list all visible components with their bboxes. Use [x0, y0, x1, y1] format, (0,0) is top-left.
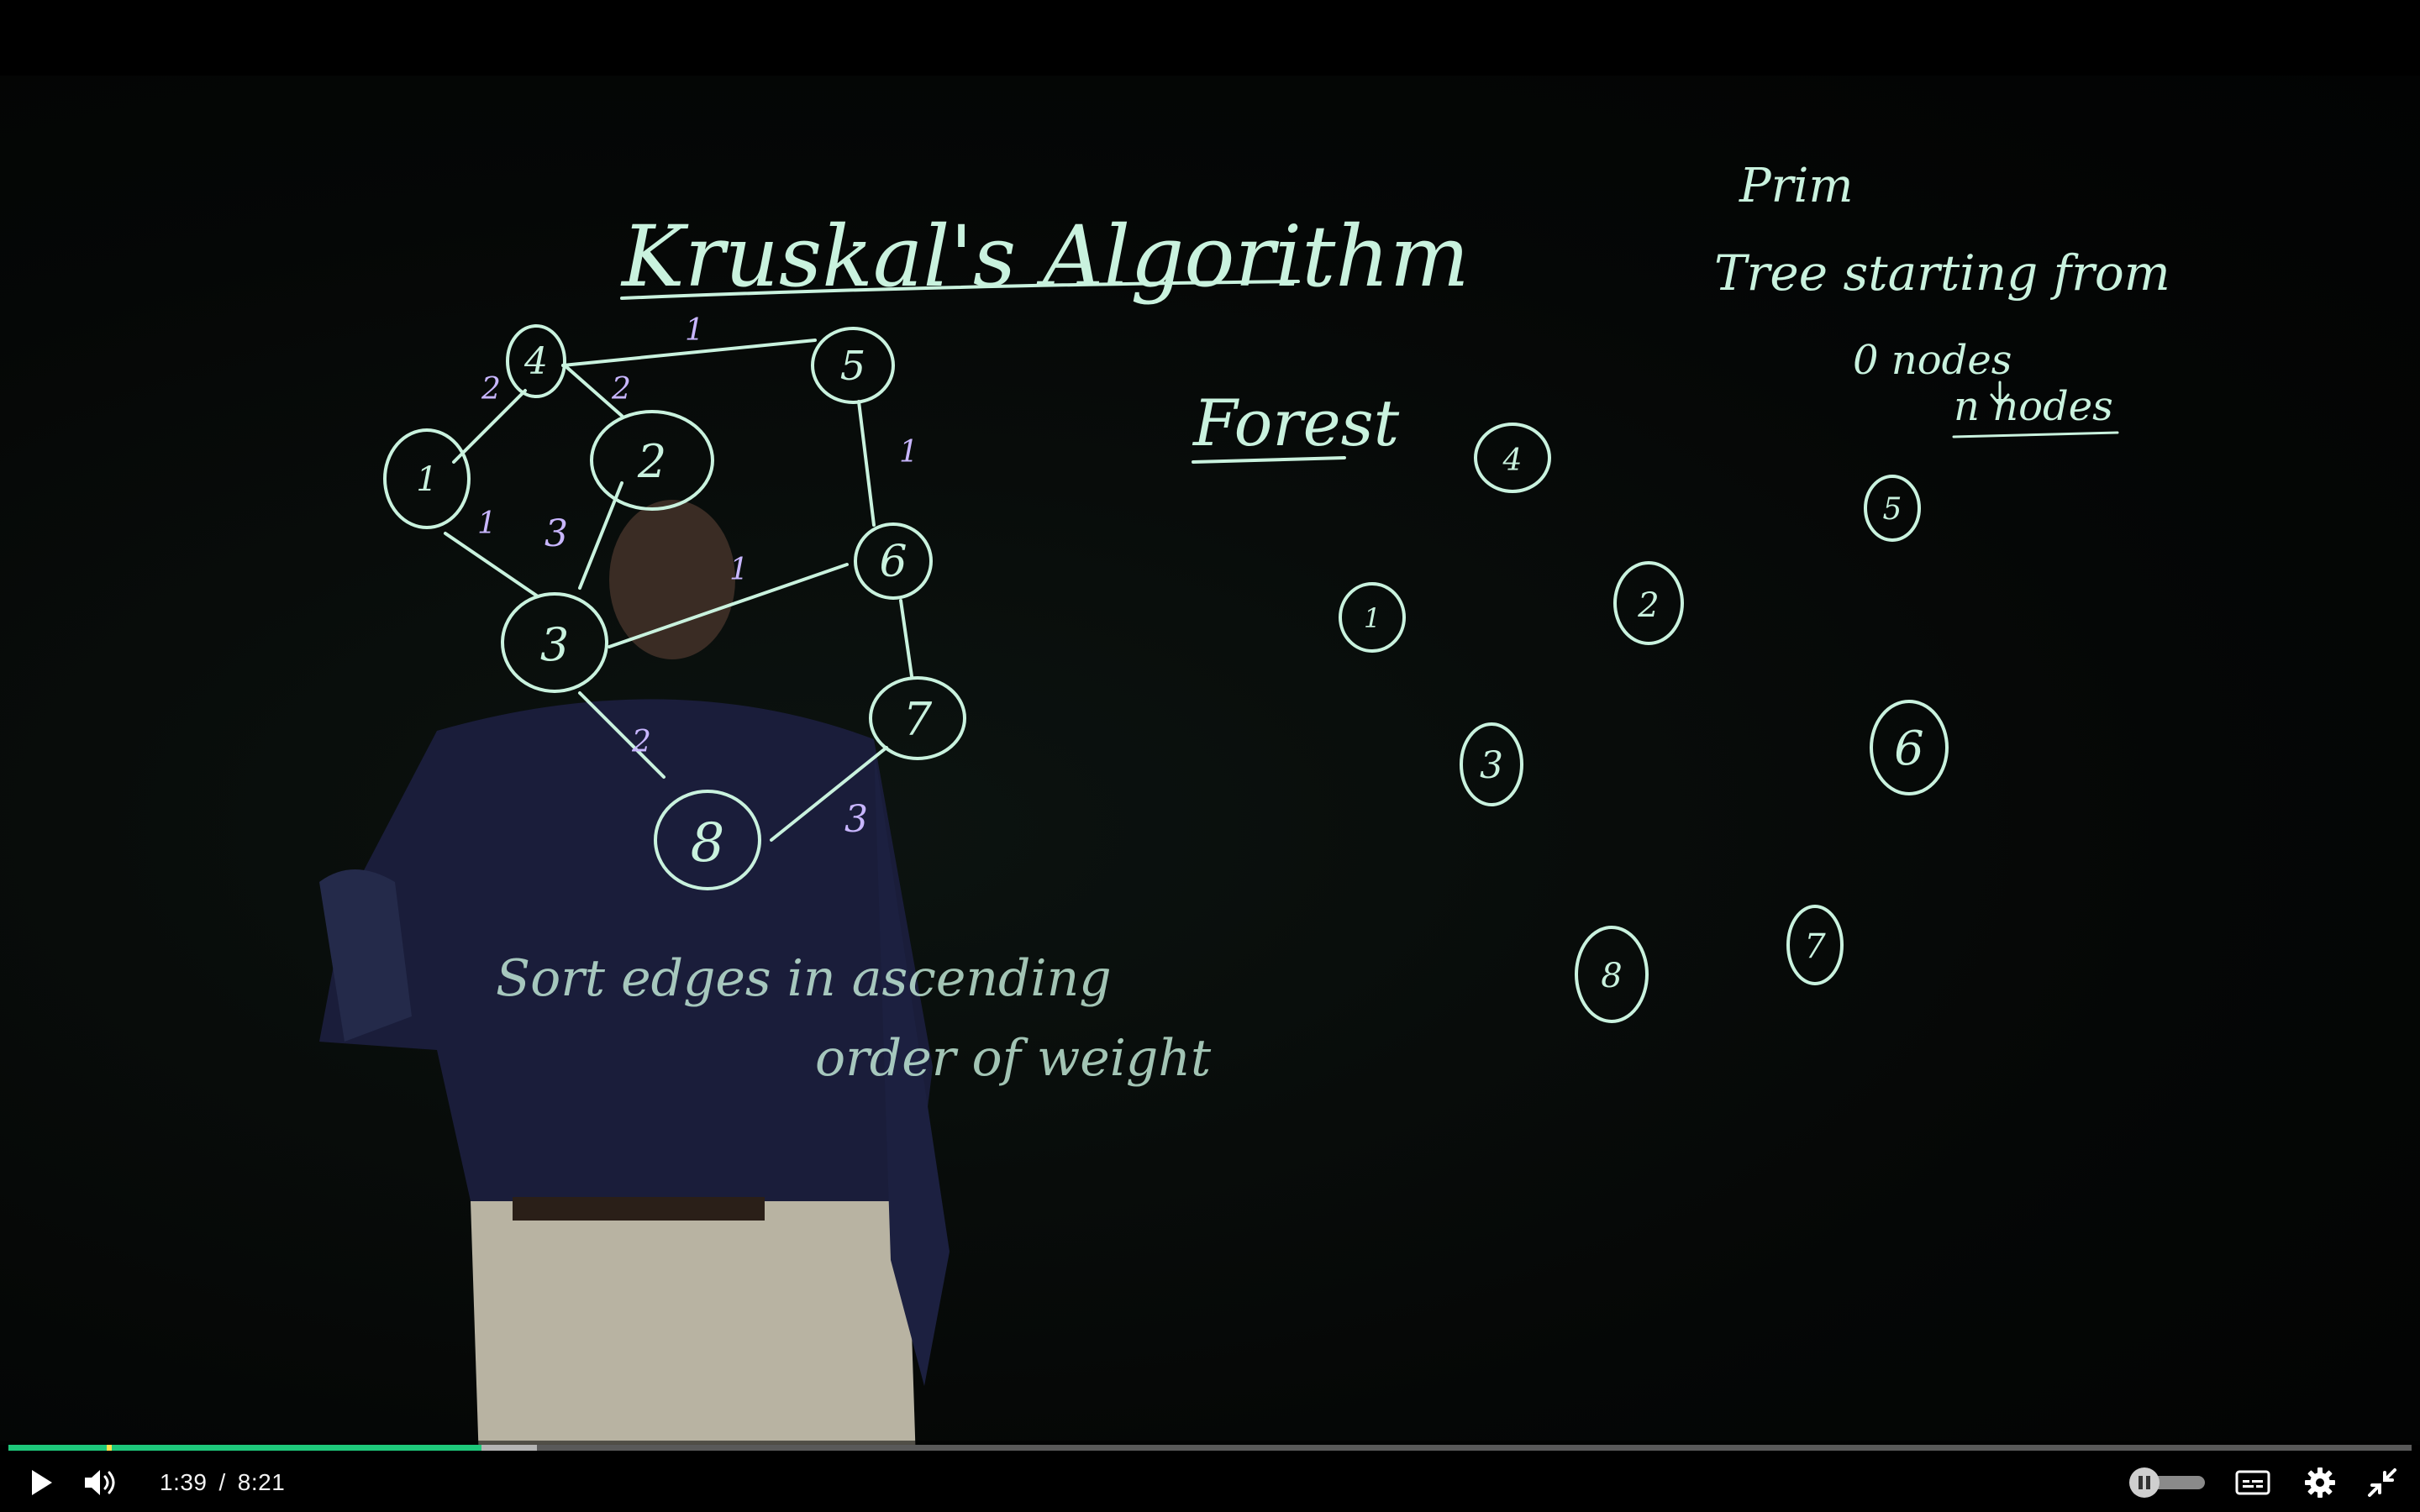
forest-node: 2 [1613, 561, 1684, 645]
prim-note-line1: Tree starting from [1714, 244, 2170, 302]
forest-underline [1192, 456, 1346, 464]
play-icon [32, 1470, 52, 1495]
forest-node: 4 [1474, 423, 1551, 493]
graph-node: 8 [654, 790, 761, 890]
edge-weight: 2 [481, 372, 501, 407]
presenter [319, 500, 950, 1445]
time-separator: / [218, 1469, 226, 1495]
svg-text:3: 3 [540, 618, 569, 671]
svg-text:5: 5 [840, 343, 866, 390]
video-frame[interactable]: Kruskal's Algorithm Prim Tree starting f… [0, 76, 2420, 1445]
chapter-marker [107, 1445, 113, 1451]
graph-node: 5 [811, 327, 895, 404]
prim-note-line2: 0 nodes [1853, 337, 2012, 384]
edge-weight: 2 [611, 372, 631, 407]
exit-fullscreen-button[interactable] [2361, 1462, 2403, 1504]
svg-text:6: 6 [879, 537, 907, 587]
svg-text:8: 8 [691, 812, 725, 874]
forest-node: 3 [1460, 722, 1523, 806]
edge-weight: 3 [844, 798, 868, 841]
graph-node: 7 [869, 676, 966, 760]
forest-node: 5 [1864, 475, 1921, 542]
graph-node: 2 [590, 410, 714, 511]
current-time: 1:39 [160, 1469, 208, 1495]
svg-text:8: 8 [1601, 957, 1622, 995]
lightboard: Kruskal's Algorithm Prim Tree starting f… [319, 159, 2170, 1445]
edge-weight: 1 [899, 435, 918, 470]
arrow-down [1990, 381, 2010, 407]
edge-weights: 1 2 2 1 1 3 1 2 3 [477, 313, 918, 841]
forest-node: 7 [1786, 905, 1844, 985]
control-bar [0, 1441, 2420, 1512]
forest-node: 1 [1339, 582, 1406, 653]
board-title: Kruskal's Algorithm [620, 207, 1470, 306]
sort-note-line1: Sort edges in ascending [496, 949, 1112, 1008]
svg-text:7: 7 [903, 693, 933, 746]
exit-fullscreen-icon [2368, 1468, 2396, 1497]
forest-nodes: 4 5 1 2 3 6 8 7 [1339, 423, 1949, 1023]
volume-button[interactable] [80, 1462, 124, 1504]
graph-node: 6 [854, 522, 933, 600]
edge-weight: 1 [477, 507, 497, 541]
edge-weight: 3 [544, 512, 568, 555]
svg-text:7: 7 [1804, 927, 1826, 966]
svg-text:2: 2 [1637, 586, 1659, 625]
edge-weight: 1 [729, 553, 749, 587]
graph-node: 4 [506, 324, 566, 398]
title-underline [620, 280, 1300, 300]
forest-node: 6 [1870, 700, 1949, 795]
forest-node: 8 [1575, 926, 1649, 1023]
svg-text:5: 5 [1883, 492, 1902, 527]
graph-nodes: 4 5 1 2 6 3 7 8 [383, 324, 966, 890]
progress-played [8, 1445, 482, 1451]
closed-captions-icon [2235, 1470, 2270, 1495]
graph-node: 3 [501, 592, 608, 693]
graph-node: 1 [383, 428, 471, 529]
forest-label: Forest [1192, 386, 1400, 460]
settings-button[interactable] [2298, 1462, 2342, 1504]
play-button[interactable] [24, 1462, 60, 1504]
edge-weight: 2 [631, 725, 651, 759]
captions-button[interactable] [2231, 1462, 2275, 1504]
edge-weight: 1 [685, 313, 704, 348]
gear-icon [2305, 1467, 2335, 1498]
svg-text:2: 2 [637, 435, 666, 488]
svg-text:4: 4 [523, 340, 548, 383]
pause-toggle-icon [2129, 1467, 2205, 1498]
prim-label: Prim [1739, 159, 1853, 213]
volume-icon [85, 1470, 115, 1495]
svg-text:6: 6 [1894, 722, 1924, 776]
pause-toggle[interactable] [2126, 1462, 2210, 1504]
prim-underline [1952, 431, 2119, 438]
svg-text:1: 1 [416, 460, 437, 499]
svg-text:4: 4 [1502, 444, 1523, 478]
prim-note-line3: n nodes [1954, 383, 2113, 430]
svg-text:1: 1 [1364, 602, 1381, 634]
time-display: 1:39 / 8:21 [160, 1462, 285, 1504]
progress-bar[interactable] [8, 1445, 2412, 1451]
sort-note-line2: order of weight [815, 1029, 1212, 1088]
svg-text:3: 3 [1480, 744, 1503, 787]
duration: 8:21 [237, 1469, 286, 1495]
